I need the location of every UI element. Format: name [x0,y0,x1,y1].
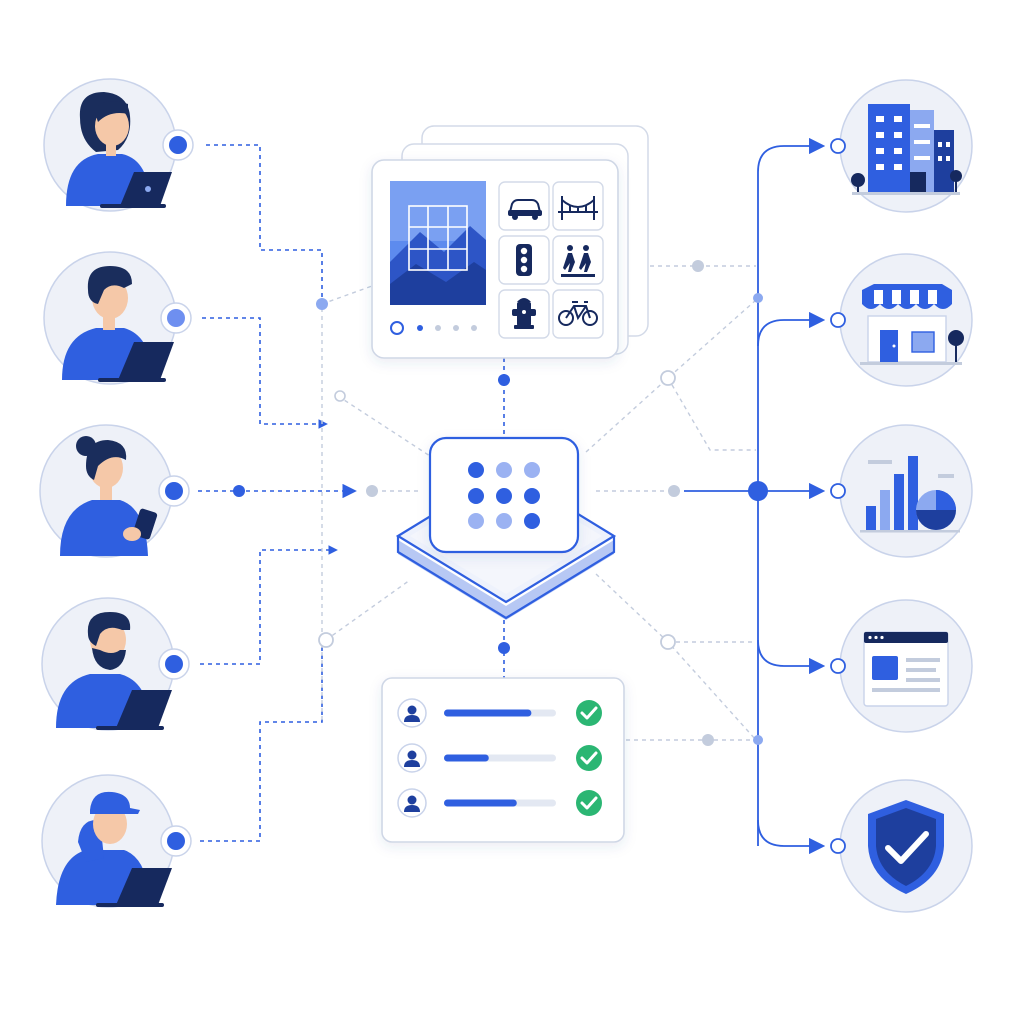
pagination-dot[interactable] [417,325,423,331]
connectors [198,137,826,855]
node-trunk-main [748,481,768,501]
node-panel-bottom [498,374,510,386]
check-circle-icon [576,790,602,816]
branch-web [757,639,826,675]
man-with-laptop-icon [43,251,192,385]
check-circle-icon [576,745,602,771]
pagination-dot[interactable] [471,325,477,331]
branch-retail [757,311,826,347]
node-spine-upper [334,390,346,402]
captcha-panel [371,125,649,359]
bicycle-icon[interactable] [552,289,604,339]
users-column [39,78,194,908]
link-spine-to-panel [321,285,373,305]
progress-fill [444,754,489,762]
pagination-dot-active[interactable] [390,321,404,335]
connector-user-2 [202,317,328,429]
verification-list [381,677,625,843]
node-spine-lower [318,632,334,648]
fire-hydrant-icon[interactable] [498,289,550,339]
node-left-hub [366,485,378,497]
man-in-cap-with-laptop-icon [41,774,192,908]
check-circle-icon [576,700,602,726]
bearded-man-with-laptop-icon [41,597,190,731]
list-item[interactable] [397,698,602,728]
car-icon[interactable] [498,181,550,231]
progress-fill [444,709,532,717]
list-item[interactable] [397,743,602,773]
branch-security [757,819,826,855]
user-avatar-icon [397,743,427,773]
woman-with-laptop-icon [43,78,194,212]
node-spine-top [316,298,328,310]
connector-nodes [233,260,768,746]
captcha-tiles [498,181,604,339]
storefront-icon[interactable] [830,253,973,387]
node-user3-line [233,485,245,497]
node-list-top [498,642,510,654]
pagination-dot[interactable] [453,325,459,331]
trunk-right [757,137,826,846]
progress-fill [444,799,517,807]
connector-user-4 [200,545,338,665]
connector-user-5 [200,640,323,842]
browser-window-icon[interactable] [830,599,973,733]
list-item[interactable] [397,788,602,818]
user-avatar-icon [397,698,427,728]
pagination-dots [390,321,477,335]
traffic-light-icon[interactable] [498,235,550,285]
bridge-icon[interactable] [552,181,604,231]
node-right-list [702,734,714,746]
node-right-upper [660,370,676,386]
woman-with-phone-icon [39,424,190,558]
link-hub-right-arc [667,377,756,451]
destinations-column [830,79,973,913]
user-avatar-icon [397,788,427,818]
node-trunk-top [753,293,763,303]
shield-check-icon[interactable] [830,779,973,913]
node-right-hub [668,485,680,497]
mountain-image-grid-icon[interactable] [390,181,486,305]
pagination-dot[interactable] [435,325,441,331]
office-building-icon[interactable] [830,79,973,213]
node-right-lower [660,634,676,650]
crosswalk-icon[interactable] [552,235,604,285]
link-spine-to-hub-bottom [325,579,411,641]
dot-grid-hub-icon[interactable] [395,436,617,620]
link-spine-to-hub-top [337,395,431,457]
bar-pie-chart-icon[interactable] [830,424,973,558]
hub-dot-grid [468,462,540,529]
node-trunk-bottom [753,735,763,745]
node-right-panel [692,260,704,272]
connector-user-1 [206,144,323,304]
